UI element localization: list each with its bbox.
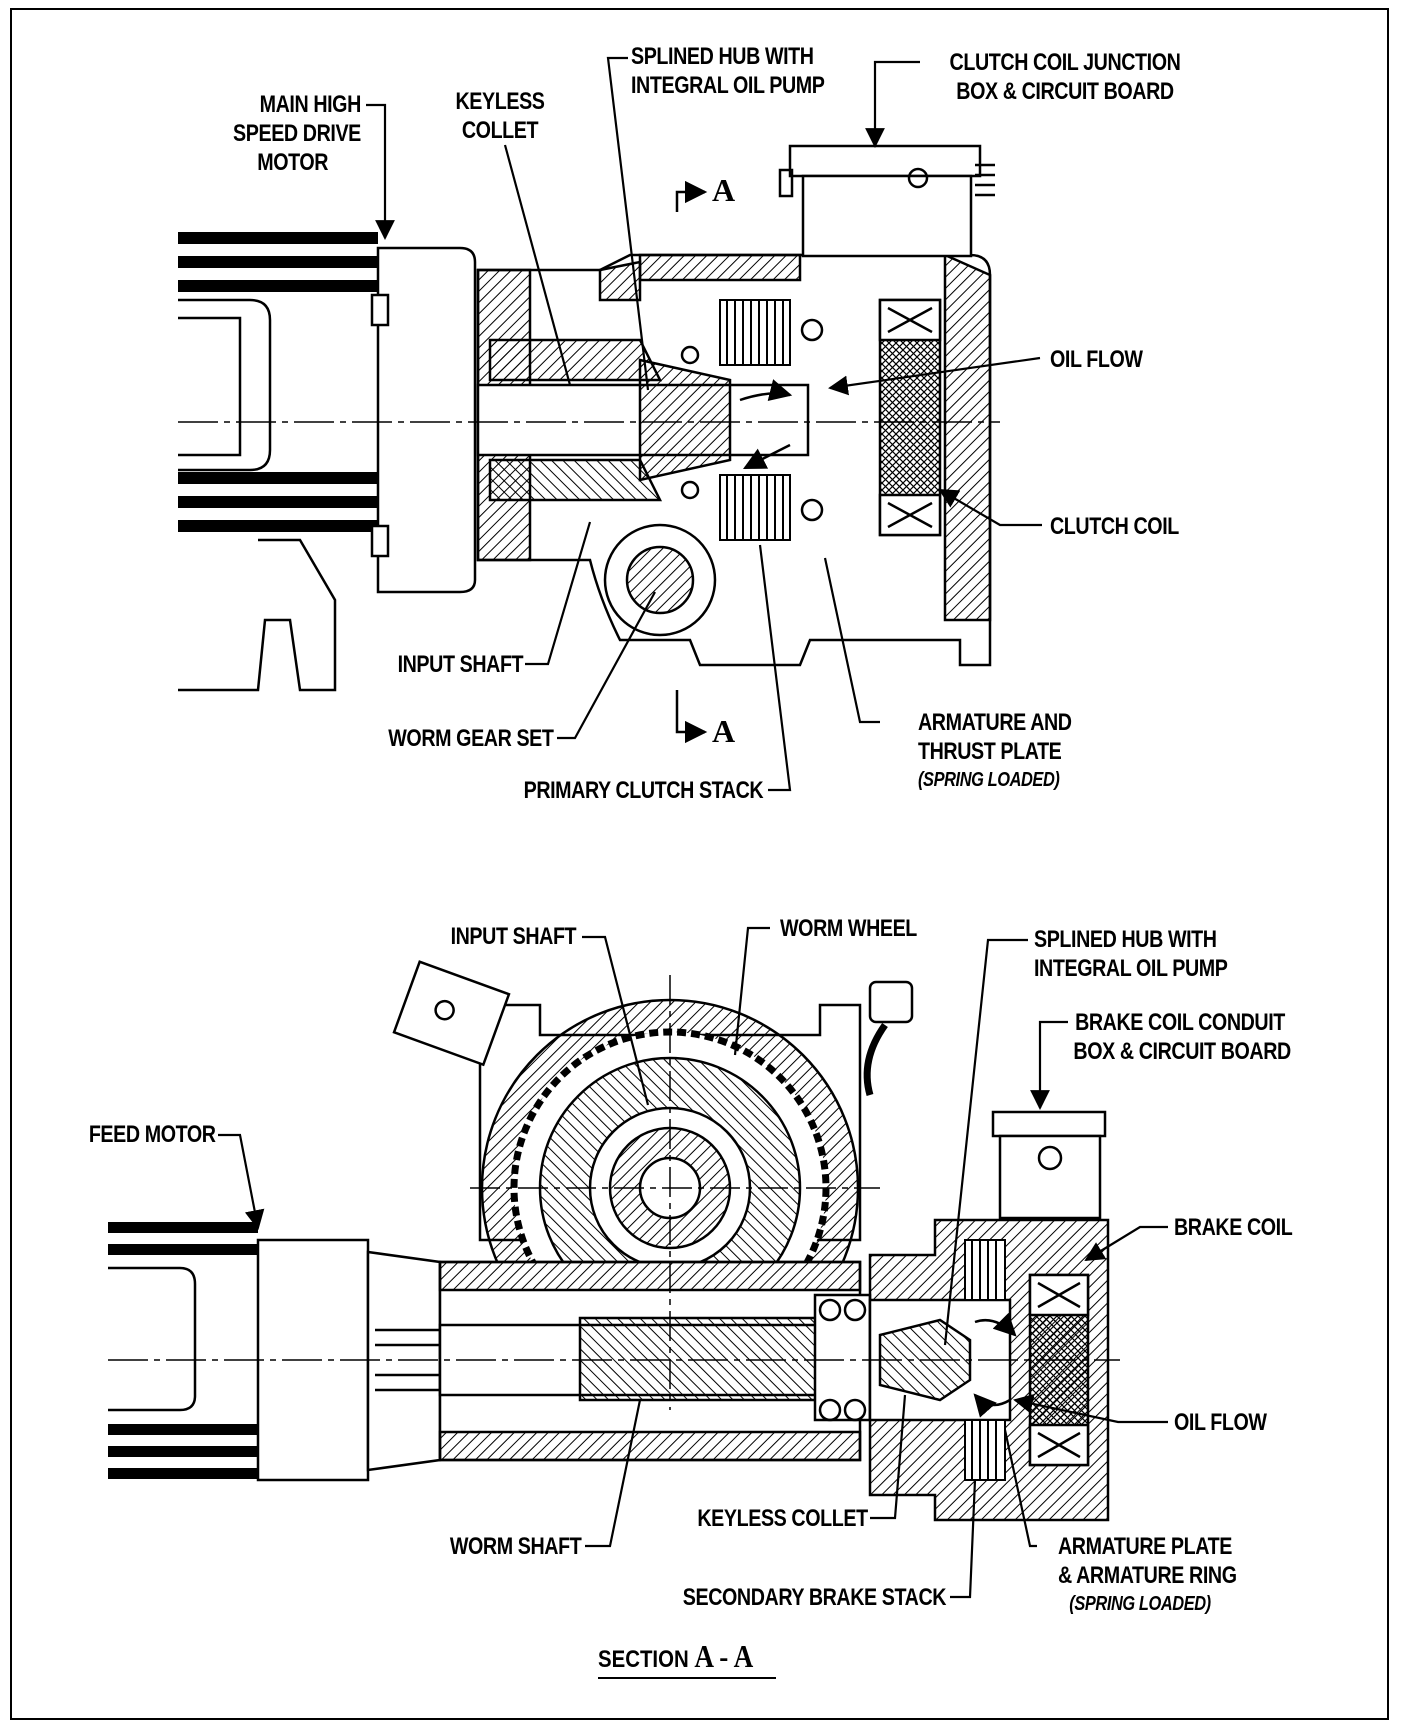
top-view-leaders [366,56,1042,792]
label-clutch-box: CLUTCH COIL JUNCTION BOX & CIRCUIT BOARD [946,48,1184,106]
label-clutch-box-line1: CLUTCH COIL JUNCTION [949,49,1181,76]
label-worm-shaft: WORM SHAFT [449,1533,582,1560]
leader-clutch-coil [938,489,1042,527]
leader-brake-box [1030,1020,1068,1110]
leader-brake-coil [1084,1225,1168,1262]
leader-secondary-brake [950,1479,977,1599]
leader-splined-hub-b [943,938,1028,1346]
leader-worm-shaft [585,1399,642,1548]
main-motor-foot [178,538,337,692]
section-title-prefix: SECTION [598,1646,695,1673]
label-input-shaft-bottom: INPUT SHAFT [450,923,576,950]
label-spring-loaded-bottom: (SPRING LOADED) [1069,1593,1211,1615]
label-splined-hub-b-line2: INTEGRAL OIL PUMP [1034,955,1228,982]
label-oil-flow-bottom: OIL FLOW [1174,1409,1267,1436]
label-armature-thrust: ARMATURE AND THRUST PLATE (SPRING LOADED… [918,708,1072,795]
leader-worm-wheel [733,926,770,1056]
label-keyless-collet-bottom: KEYLESS COLLET [697,1505,869,1532]
leader-clutch-box [865,60,920,148]
label-splined-hub-bottom: SPLINED HUB WITH INTEGRAL OIL PUMP [1034,925,1228,983]
diagram-frame [10,8,1389,1720]
label-splined-hub-top: SPLINED HUB WITH INTEGRAL OIL PUMP [631,42,825,100]
leader-oil-flow-b [1013,1394,1168,1424]
label-main-motor-line2: SPEED DRIVE [233,120,361,147]
primary-clutch-stack-drawing [719,299,791,541]
label-brake-box-line2: BOX & CIRCUIT BOARD [1073,1038,1291,1065]
gear-housing [476,253,992,667]
label-primary-clutch: PRIMARY CLUTCH STACK [523,777,763,804]
label-oil-flow-top: OIL FLOW [1050,346,1143,373]
label-feed-motor: FEED MOTOR [89,1121,216,1148]
label-spring-loaded-top: (SPRING LOADED) [918,769,1060,791]
label-brake-box: BRAKE COIL CONDUIT BOX & CIRCUIT BOARD [1073,1008,1291,1066]
leader-armature [823,557,880,724]
brake-coil-conduit-box [991,1110,1107,1220]
leader-keyless-collet [503,144,572,386]
label-armature-thrust-line1: ARMATURE AND [918,709,1072,736]
section-marker-bottom: A [712,713,736,749]
label-armature-thrust-line2: THRUST PLATE [918,738,1062,765]
label-splined-hub-b-line1: SPLINED HUB WITH [1034,926,1217,953]
leader-input-shaft-b [582,935,650,1106]
leader-primary-clutch [758,544,792,792]
label-main-motor-line3: MOTOR [257,149,329,176]
label-clutch-coil: CLUTCH COIL [1050,513,1179,540]
top-view-drawing [178,144,1000,744]
clutch-coil-junction-box [778,144,995,258]
label-keyless-collet-line2: COLLET [461,117,539,144]
label-splined-hub-line1: SPLINED HUB WITH [631,43,814,70]
leader-keyless-collet-b [870,1394,907,1520]
label-secondary-brake: SECONDARY BRAKE STACK [682,1584,947,1611]
section-title-mark: A - A [694,1638,754,1674]
feed-motor-fins [108,1222,258,1479]
label-armature-plate-line2: & ARMATURE RING [1058,1562,1237,1589]
section-marker-top: A [712,172,736,208]
label-input-shaft-top: INPUT SHAFT [397,651,523,678]
section-marker-line-bottom [675,690,708,744]
section-title-underline [598,1677,776,1679]
label-worm-wheel: WORM WHEEL [780,915,917,942]
leader-input-shaft [525,521,592,666]
label-main-motor: MAIN HIGH SPEED DRIVE MOTOR [233,90,361,177]
label-armature-plate: ARMATURE PLATE & ARMATURE RING (SPRING L… [1058,1532,1237,1619]
leader-main-motor [366,103,395,240]
main-motor-end-bell [376,246,477,594]
bottom-view-leaders [218,926,1168,1599]
leader-splined-hub [606,56,650,391]
leader-oil-flow [828,356,1041,396]
label-armature-plate-line1: ARMATURE PLATE [1058,1533,1232,1560]
leader-armature-plate [1003,1429,1037,1548]
secondary-brake-stack-drawing [964,1239,1006,1481]
label-clutch-box-line2: BOX & CIRCUIT BOARD [956,78,1174,105]
bottom-view-drawing [108,960,1120,1522]
section-marker-line-top [675,180,708,212]
label-brake-coil: BRAKE COIL [1174,1214,1293,1241]
label-brake-box-line1: BRAKE COIL CONDUIT [1075,1009,1285,1036]
main-motor-fins [178,232,378,532]
label-splined-hub-line2: INTEGRAL OIL PUMP [631,72,825,99]
leader-worm-gear [557,591,656,740]
label-worm-gear-set: WORM GEAR SET [387,725,554,752]
label-keyless-collet-top: KEYLESS COLLET [451,87,549,145]
sensor-cable [863,980,914,1096]
leader-feed-motor [218,1133,265,1230]
left-conduit-box [392,960,511,1067]
label-keyless-collet-line1: KEYLESS [455,88,545,115]
section-title: SECTION A - A [598,1638,753,1675]
label-main-motor-line1: MAIN HIGH [259,91,362,118]
